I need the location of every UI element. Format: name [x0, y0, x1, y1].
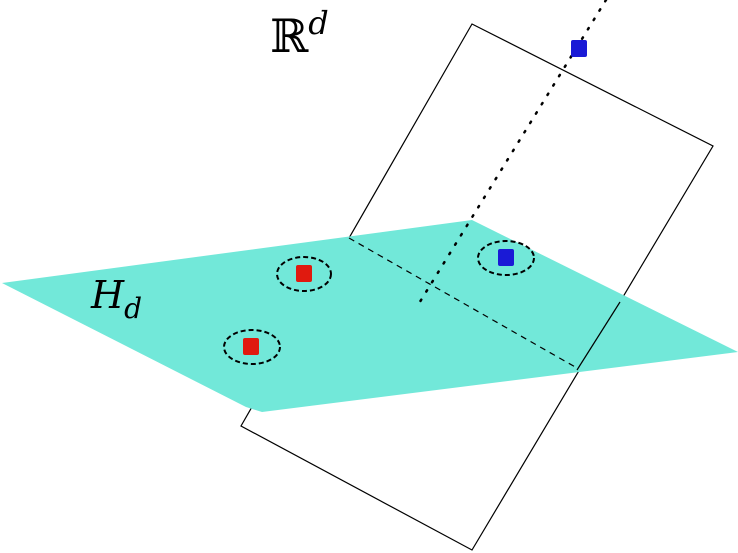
projection-line	[416, 0, 608, 307]
point-red-1-circle	[276, 256, 332, 292]
hyperplane-region	[2, 220, 738, 412]
hyperplane-label: Hd	[90, 273, 142, 325]
hyperplane-label-base: H	[90, 273, 125, 317]
space-label: ℝd	[270, 4, 329, 63]
point-red-1	[276, 256, 332, 292]
point-red-2-circle	[223, 329, 281, 365]
point-red-2-marker	[243, 338, 259, 355]
hyperplane-label-subscript: d	[124, 292, 142, 325]
point-blue-2-marker	[571, 40, 587, 57]
tilted-plane-edge-upper-right	[576, 301, 621, 371]
point-blue-1	[477, 240, 535, 276]
space-label-exponent: d	[308, 4, 328, 42]
point-blue-1-marker	[498, 249, 514, 266]
point-red-1-marker	[296, 265, 312, 282]
point-blue-2	[571, 40, 587, 57]
space-label-base: ℝ	[270, 9, 309, 63]
point-red-2	[223, 329, 281, 365]
point-blue-1-circle	[477, 240, 535, 276]
